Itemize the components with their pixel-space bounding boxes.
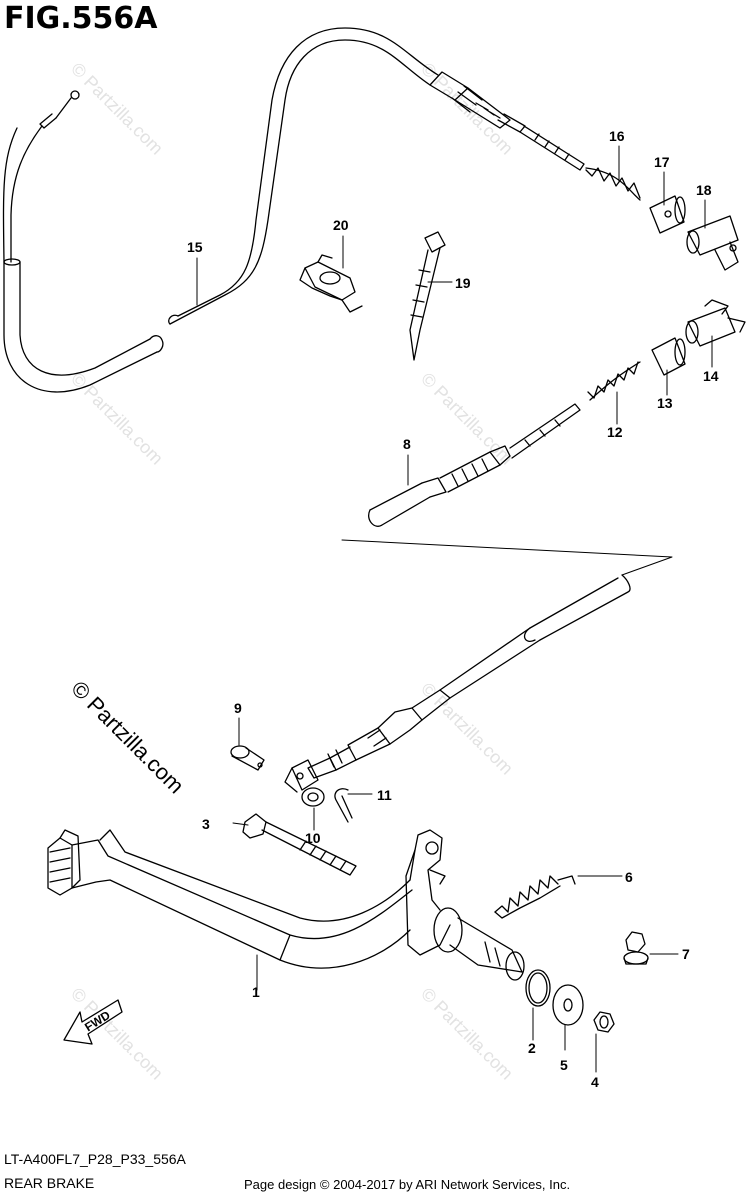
- leader-lines: [196, 145, 713, 1073]
- cable-end-fitting-upper: [686, 215, 739, 271]
- spring-lower: [587, 361, 641, 401]
- clevis-pin: [230, 745, 265, 771]
- callout-20: 20: [333, 217, 349, 233]
- bolt: [242, 813, 357, 876]
- cotter-pin: [334, 788, 353, 823]
- callout-2: 2: [528, 1040, 536, 1056]
- cable-tie: [409, 231, 446, 361]
- washer-small: [301, 787, 325, 807]
- callout-8: 8: [403, 436, 411, 452]
- watermark-small: © Partzilla.com: [417, 59, 517, 159]
- cable-clamp: [299, 254, 363, 313]
- figure-title: FIG.556A: [4, 1, 158, 36]
- cable-joint-lower: [651, 337, 686, 376]
- callouts: 1 2 3 4 5 6 7 8 9 10 11 12 13 14 15 16 1…: [187, 128, 719, 1090]
- brake-cable-lower: [284, 403, 673, 793]
- hex-nut: [593, 1011, 615, 1033]
- part-code-label: LT-A400FL7_P28_P33_556A: [4, 1151, 186, 1167]
- callout-17: 17: [654, 154, 670, 170]
- callout-7: 7: [682, 946, 690, 962]
- callout-6: 6: [625, 869, 633, 885]
- watermark-layer: © Partzilla.com © Partzilla.com © Partzi…: [66, 59, 517, 1084]
- section-label: REAR BRAKE: [4, 1175, 95, 1191]
- fwd-arrow-icon: [63, 999, 123, 1045]
- watermark-small: © Partzilla.com: [417, 984, 517, 1084]
- washer-large: [552, 984, 584, 1026]
- cable-end-fitting-lower: [685, 299, 746, 347]
- spring-upper: [585, 167, 641, 201]
- callout-15: 15: [187, 239, 203, 255]
- callout-10: 10: [305, 830, 321, 846]
- callout-12: 12: [607, 424, 623, 440]
- watermark-main: © Partzilla.com: [66, 676, 189, 799]
- watermark-small: © Partzilla.com: [417, 369, 517, 469]
- copyright-footer: Page design © 2004-2017 by ARI Network S…: [244, 1177, 571, 1192]
- brake-cable-upper: [2, 27, 585, 393]
- callout-9: 9: [234, 700, 242, 716]
- watermark-small: © Partzilla.com: [67, 59, 167, 159]
- return-spring: [494, 875, 576, 919]
- callout-4: 4: [591, 1074, 599, 1090]
- brake-pedal: [47, 829, 525, 981]
- callout-3: 3: [202, 816, 210, 832]
- callout-1: 1: [252, 984, 260, 1000]
- flange-nut: [623, 931, 649, 965]
- callout-14: 14: [703, 368, 719, 384]
- cable-joint-upper: [649, 195, 686, 234]
- callout-18: 18: [696, 182, 712, 198]
- callout-19: 19: [455, 275, 471, 291]
- o-ring: [525, 969, 551, 1007]
- watermark-small: © Partzilla.com: [417, 679, 517, 779]
- callout-13: 13: [657, 395, 673, 411]
- callout-5: 5: [560, 1057, 568, 1073]
- watermark-small: © Partzilla.com: [67, 369, 167, 469]
- callout-16: 16: [609, 128, 625, 144]
- callout-11: 11: [377, 787, 392, 803]
